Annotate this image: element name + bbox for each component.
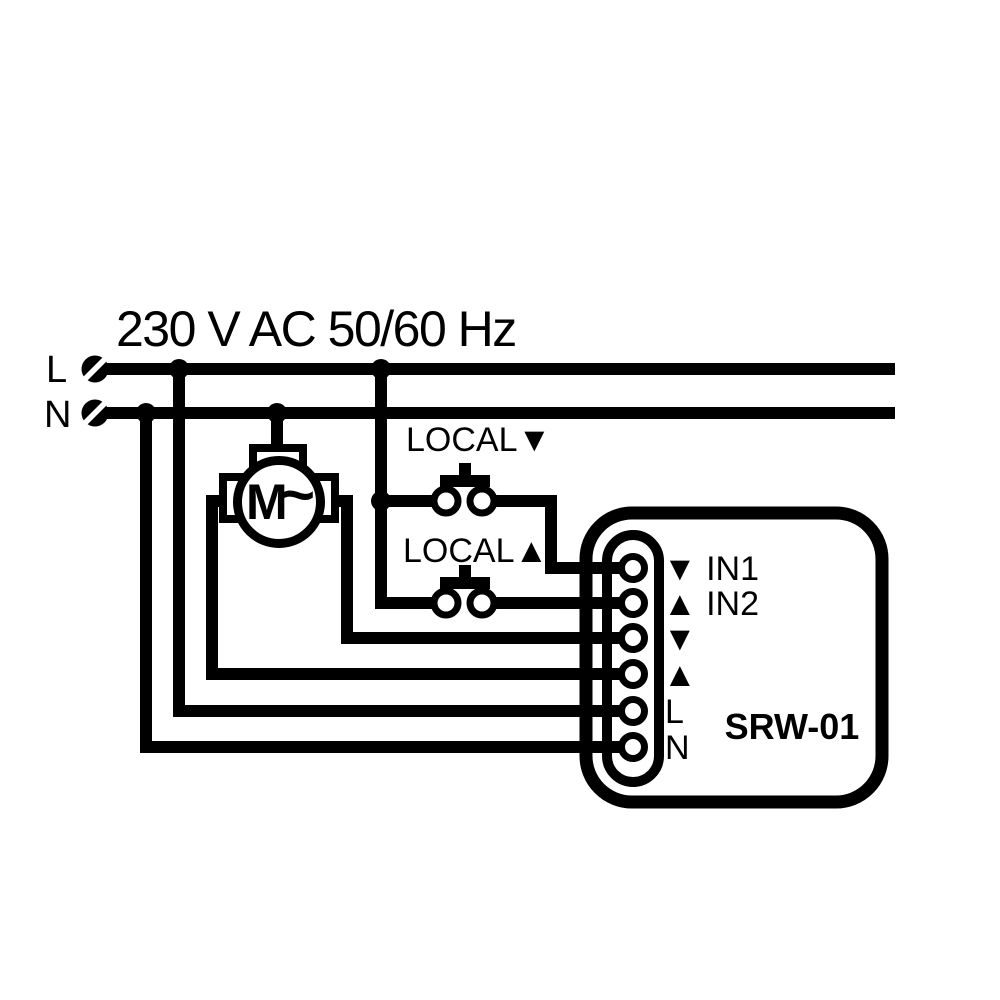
local-down-label: LOCAL▼ (406, 421, 551, 459)
junction-dot (267, 403, 287, 423)
neutral-to-device-wire (140, 413, 633, 753)
terminal-live (618, 696, 648, 726)
neutral-terminal-icon (81, 399, 109, 427)
pushbutton-stem-icon (459, 463, 471, 477)
motor-circle (233, 456, 325, 548)
down-button-to-in1-wire (482, 495, 633, 574)
live-terminal-icon (81, 355, 109, 383)
terminal-down (618, 623, 648, 653)
terminal-label-down: ▼ (663, 620, 697, 658)
live-to-buttons-wire (375, 369, 446, 609)
terminal-neutral (618, 732, 648, 762)
pushbutton-bar-icon (440, 475, 490, 487)
local-up-button: LOCAL▲ (403, 532, 548, 619)
pushbutton-stem-icon (459, 565, 471, 579)
terminal-label-live: L (665, 693, 684, 731)
power-rating-label: 230 V AC 50/60 Hz (116, 301, 516, 357)
pushbutton-bar-icon (440, 577, 490, 589)
live-label: L (46, 349, 67, 391)
motor-to-down-terminal-wire (332, 495, 633, 644)
neutral-label: N (44, 394, 71, 436)
contact-left (430, 485, 462, 517)
motor-ac-symbol: ~ (280, 461, 315, 528)
motor-symbol: M ~ (219, 444, 339, 548)
junction-dot (169, 359, 189, 379)
contact-left (430, 587, 462, 619)
junction-dot (136, 403, 156, 423)
terminal-label-up: ▲ (663, 656, 697, 694)
terminal-label-in1: ▼ IN1 (663, 550, 759, 588)
terminal-label-neutral: N (665, 729, 690, 767)
contact-right (466, 587, 498, 619)
terminal-in2 (618, 588, 648, 618)
motor-letter: M (246, 474, 288, 530)
local-up-label: LOCAL▲ (403, 532, 548, 570)
terminal-label-in2: ▲ IN2 (663, 585, 759, 623)
contact-right (466, 485, 498, 517)
terminal-up (618, 659, 648, 689)
junction-dot (371, 359, 391, 379)
junction-dot (371, 491, 391, 511)
live-to-device-wire (173, 369, 633, 717)
local-down-button: LOCAL▼ (406, 421, 551, 517)
terminal-in1 (618, 553, 648, 583)
device-name: SRW-01 (725, 706, 860, 747)
